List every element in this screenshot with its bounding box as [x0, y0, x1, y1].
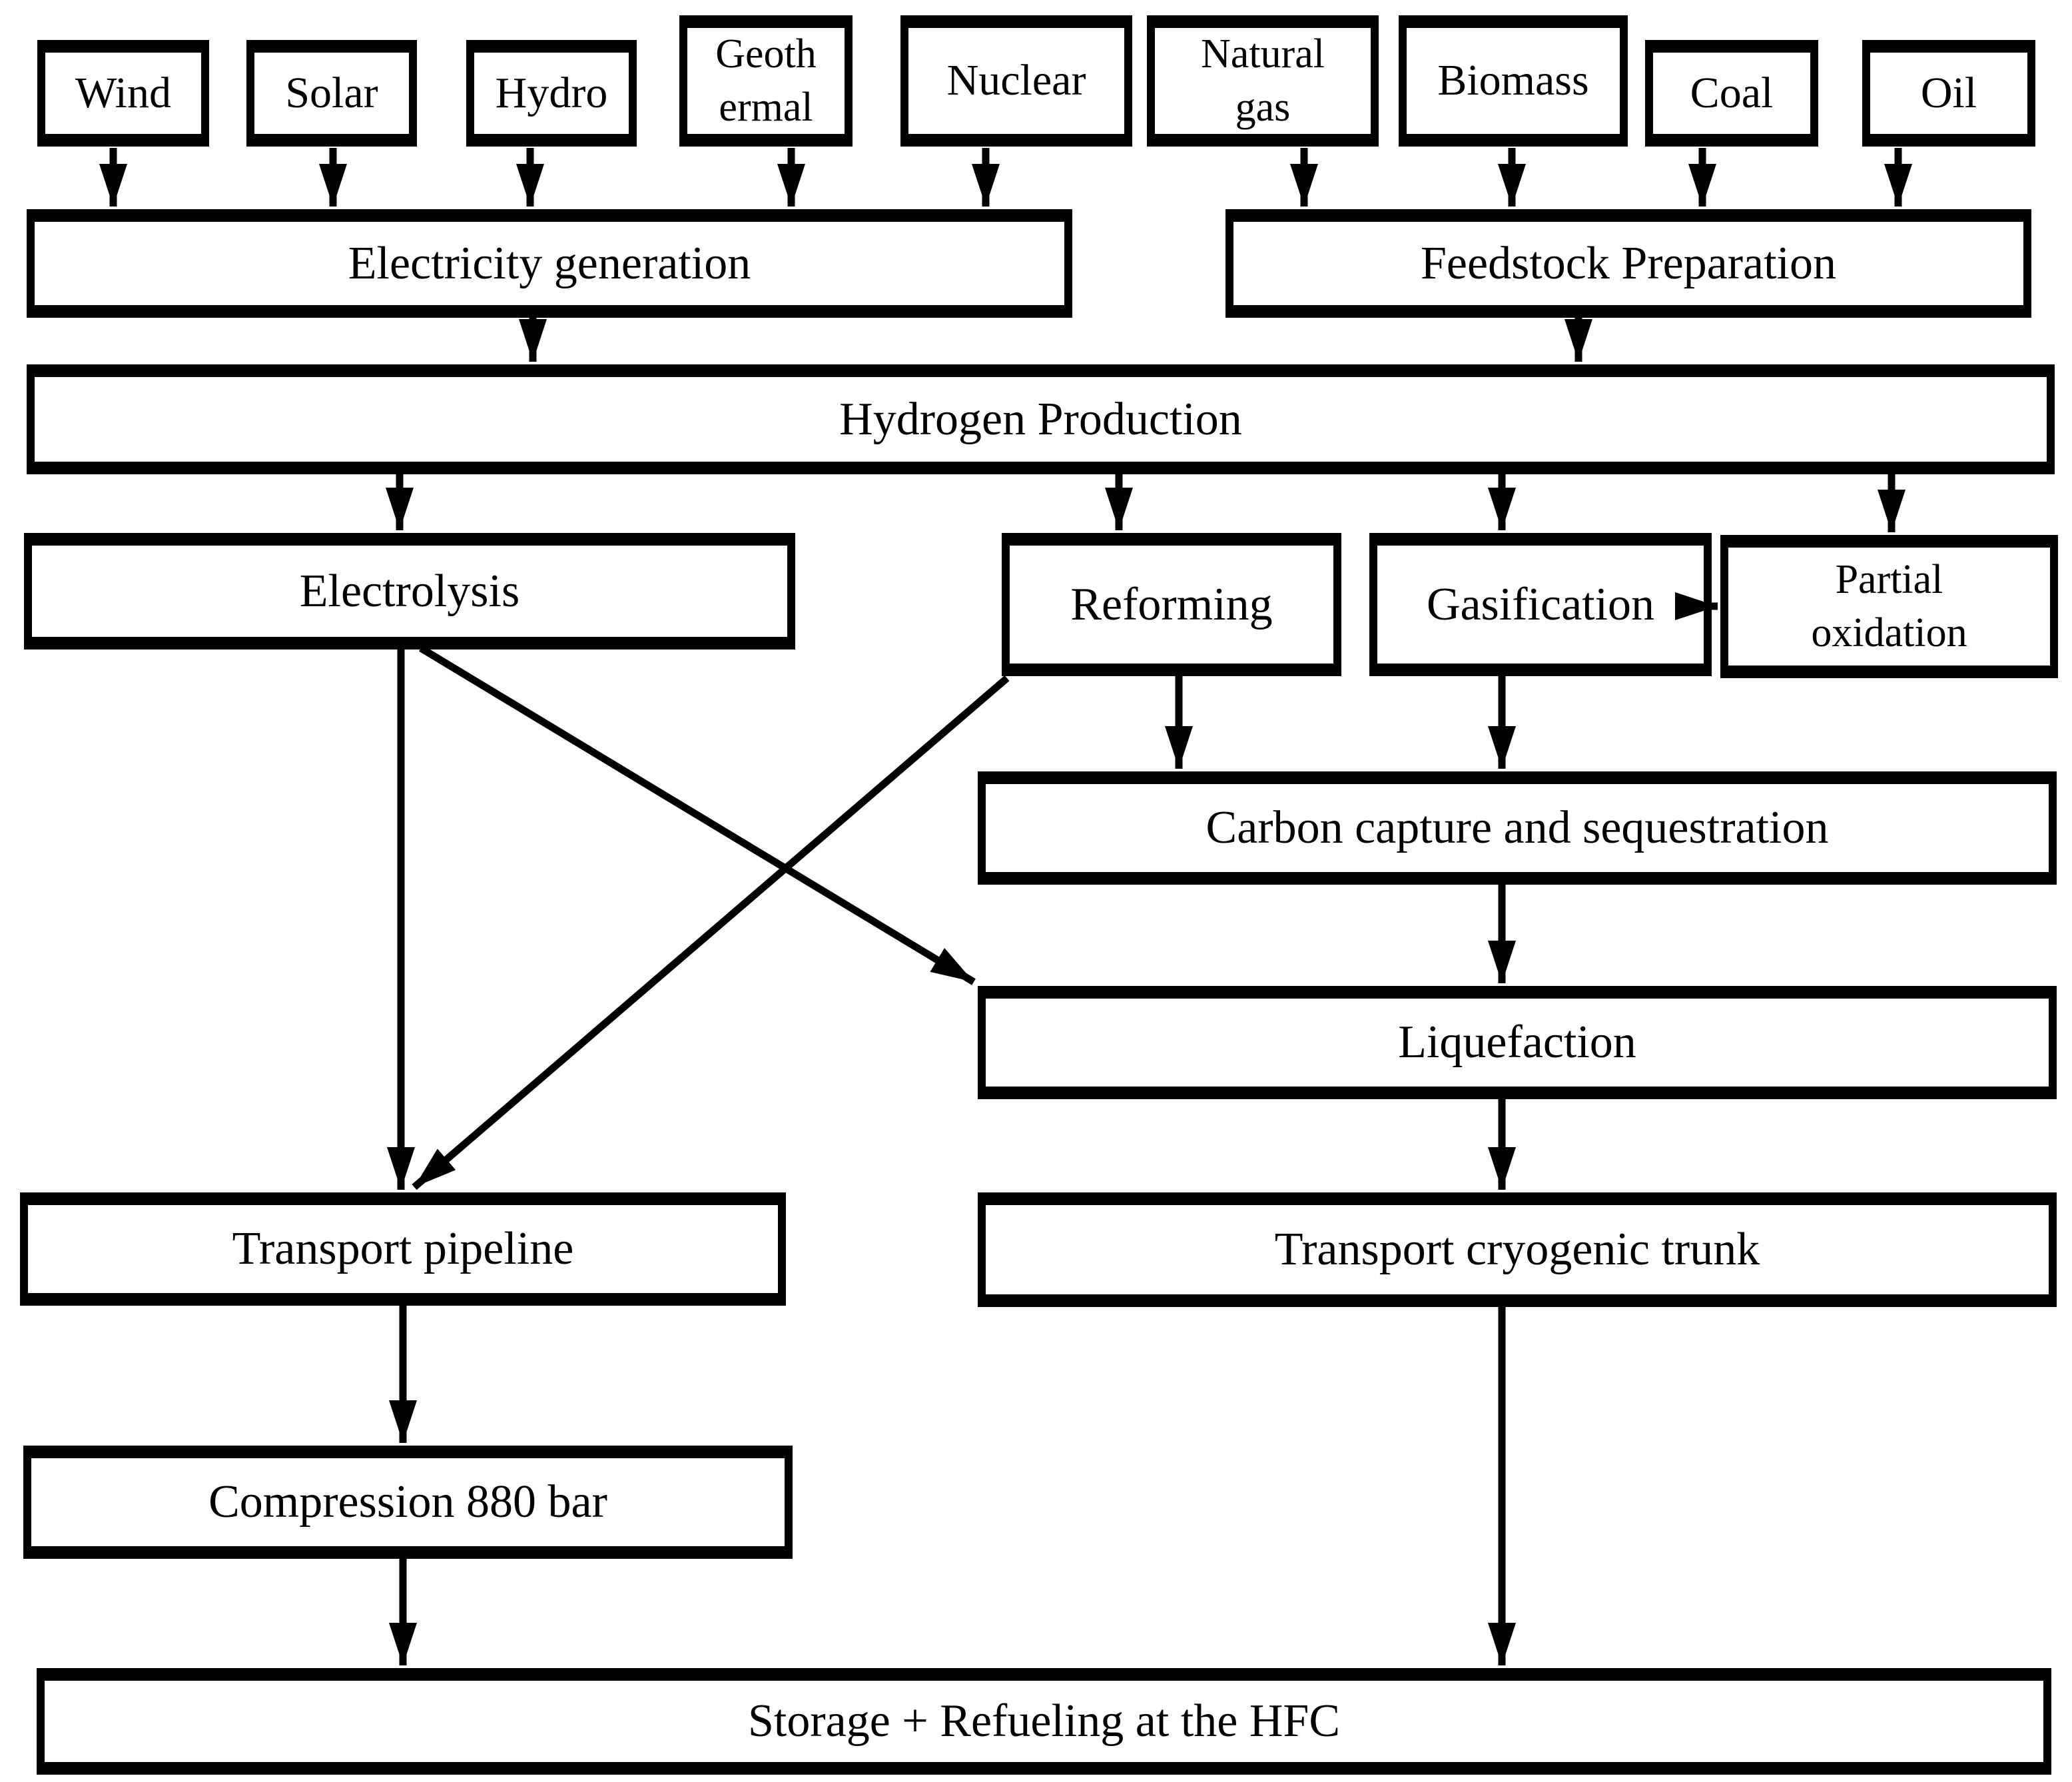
node-gasification: Gasification [1369, 533, 1712, 676]
arrow-reforming-to-transport-pipeline [412, 675, 1010, 1190]
node-natural-gas: Natural gas [1147, 15, 1379, 147]
node-wind: Wind [37, 40, 209, 147]
node-feedstock-preparation: Feedstock Preparation [1225, 209, 2031, 318]
node-partial-oxidation: Partial oxidation [1720, 535, 2058, 678]
node-hydrogen-production: Hydrogen Production [27, 364, 2055, 474]
node-electrolysis: Electrolysis [24, 533, 795, 650]
node-storage-refueling: Storage + Refueling at the HFC [37, 1668, 2051, 1775]
node-transport-pipeline: Transport pipeline [20, 1192, 786, 1306]
node-oil: Oil [1862, 40, 2035, 147]
node-compression: Compression 880 bar [23, 1446, 793, 1559]
node-biomass: Biomass [1399, 15, 1628, 147]
node-geothermal: Geoth ermal [679, 15, 853, 147]
node-reforming: Reforming [1002, 533, 1341, 676]
node-transport-cryogenic-trunk: Transport cryogenic trunk [978, 1192, 2057, 1307]
node-solar: Solar [246, 40, 417, 147]
arrow-electrolysis-to-liquefaction [419, 645, 976, 985]
node-nuclear: Nuclear [900, 15, 1132, 147]
node-electricity-generation: Electricity generation [27, 209, 1072, 318]
node-coal: Coal [1645, 40, 1818, 147]
node-carbon-capture: Carbon capture and sequestration [978, 771, 2057, 885]
node-hydro: Hydro [466, 40, 637, 147]
node-liquefaction: Liquefaction [978, 986, 2057, 1099]
